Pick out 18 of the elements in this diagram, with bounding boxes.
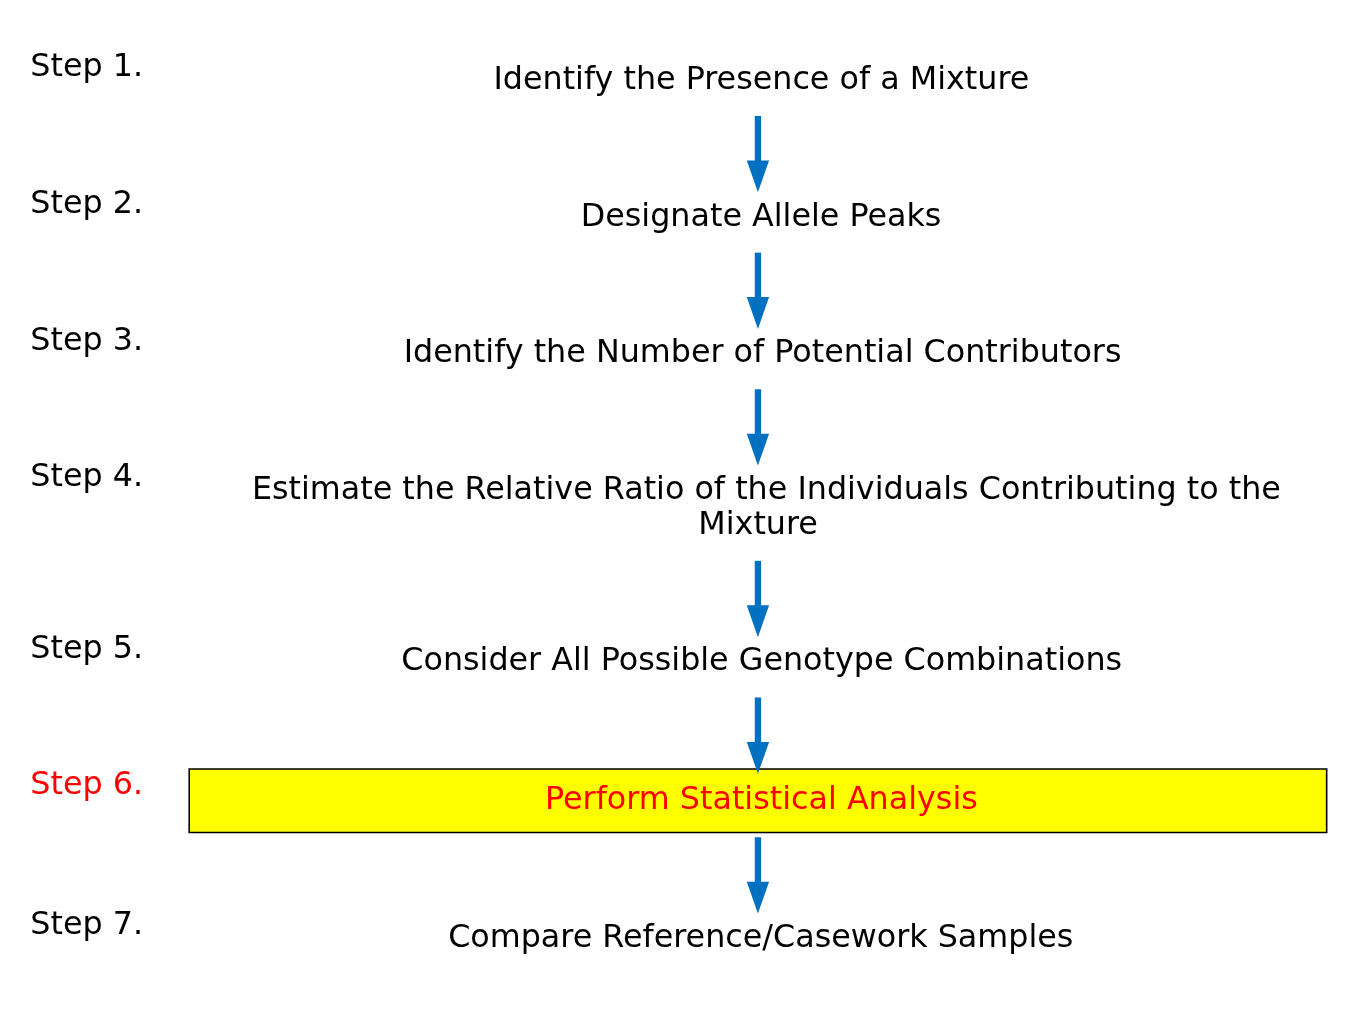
node-label: Step 3. xyxy=(30,320,144,357)
node-text: Identify the Number of Potential Contributors xyxy=(403,332,1122,369)
arrow xyxy=(746,115,770,192)
arrow xyxy=(746,560,770,637)
node-label: Step 6. xyxy=(30,764,144,801)
arrow xyxy=(746,696,770,774)
node-label: Step 4. xyxy=(30,456,144,493)
arrow xyxy=(746,388,770,466)
node-text: Designate Allele Peaks xyxy=(580,196,942,233)
node-text: Estimate the Relative Ratio of the Individuals Contributing to the Mixture xyxy=(251,469,1281,541)
node-label: Step 1. xyxy=(30,46,144,83)
node-text: Compare Reference/Casework Samples xyxy=(448,917,1074,954)
node-label: Step 7. xyxy=(30,904,144,941)
arrow xyxy=(746,836,770,914)
node-text: Identify the Presence of a Mixture xyxy=(493,59,1030,96)
node-label: Step 5. xyxy=(30,628,144,665)
node-text: Consider All Possible Genotype Combinations xyxy=(401,640,1123,677)
node-label: Step 2. xyxy=(30,183,144,220)
